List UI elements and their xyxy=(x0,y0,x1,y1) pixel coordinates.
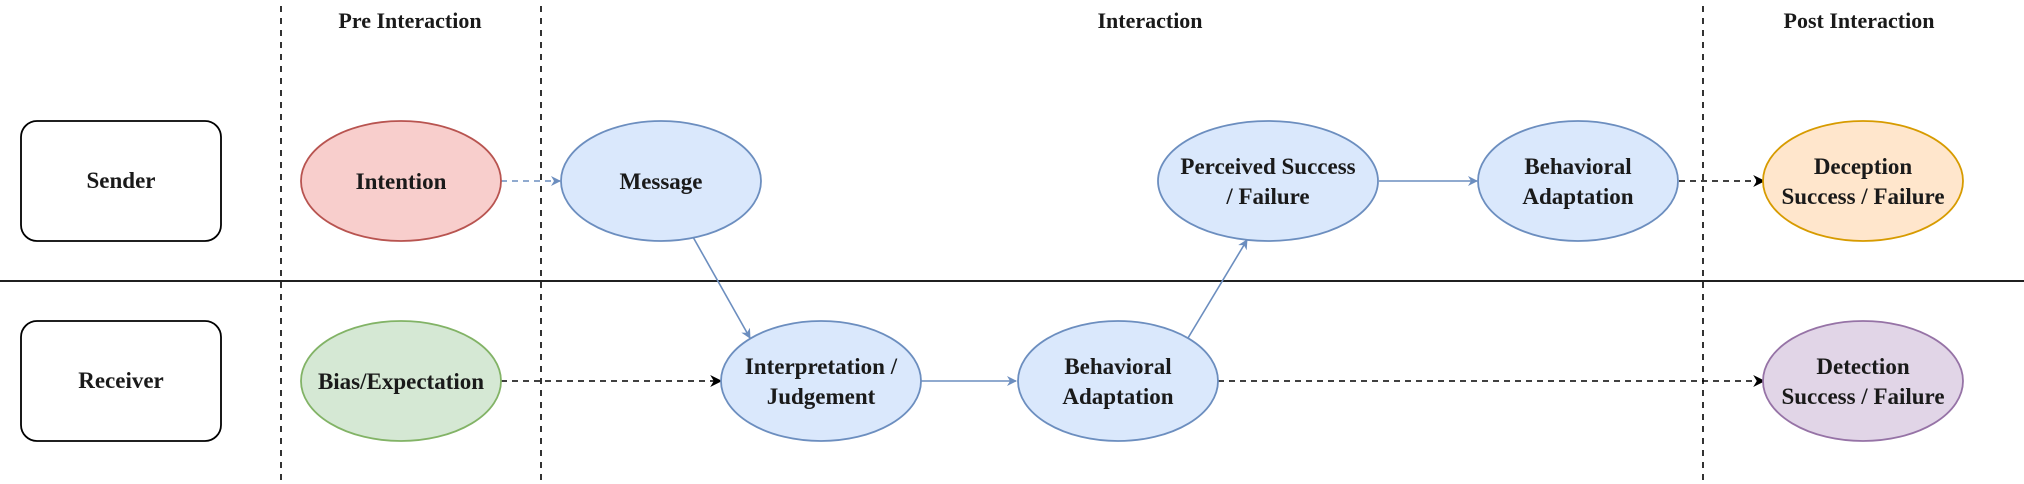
node-message: Message xyxy=(560,120,762,242)
receiver-box: Receiver xyxy=(20,320,222,442)
edge-adaptation-to-perceived xyxy=(1187,239,1248,339)
node-perceived-success-failure: Perceived Success / Failure xyxy=(1157,120,1379,242)
node-intention: Intention xyxy=(300,120,502,242)
node-detection-line-2: Success / Failure xyxy=(1781,384,1944,409)
phase-label-interaction: Interaction xyxy=(1097,8,1202,33)
phase-label-pre: Pre Interaction xyxy=(338,8,481,33)
phase-label-post: Post Interaction xyxy=(1784,8,1935,33)
node-intention-line-1: Intention xyxy=(356,169,447,194)
node-deception-success-failure: Deception Success / Failure xyxy=(1762,120,1964,242)
node-perceived-line-2: / Failure xyxy=(1225,184,1309,209)
node-interpretation-line-1: Interpretation / xyxy=(745,354,898,379)
node-message-line-1: Message xyxy=(619,169,702,194)
sender-box: Sender xyxy=(20,120,222,242)
node-interpretation-judgement: Interpretation / Judgement xyxy=(720,320,922,442)
edge-message-to-interpretation xyxy=(692,236,751,339)
node-detection-success-failure: Detection Success / Failure xyxy=(1762,320,1964,442)
node-deception-line-2: Success / Failure xyxy=(1781,184,1944,209)
node-sender-adapt-line-2: Adaptation xyxy=(1522,184,1633,209)
node-receiver-adapt-line-1: Behavioral xyxy=(1064,354,1171,379)
node-interpretation-line-2: Judgement xyxy=(767,384,876,409)
node-receiver-behavioral-adaptation: Behavioral Adaptation xyxy=(1017,320,1219,442)
node-bias-expectation: Bias/Expectation xyxy=(300,320,502,442)
node-sender-behavioral-adaptation: Behavioral Adaptation xyxy=(1477,120,1679,242)
node-receiver-adapt-line-2: Adaptation xyxy=(1062,384,1173,409)
node-detection-line-1: Detection xyxy=(1816,354,1909,379)
receiver-label: Receiver xyxy=(78,368,164,393)
node-bias-line-1: Bias/Expectation xyxy=(318,369,484,394)
node-deception-line-1: Deception xyxy=(1814,154,1913,179)
node-perceived-line-1: Perceived Success xyxy=(1180,154,1355,179)
node-sender-adapt-line-1: Behavioral xyxy=(1524,154,1631,179)
sender-label: Sender xyxy=(87,168,156,193)
